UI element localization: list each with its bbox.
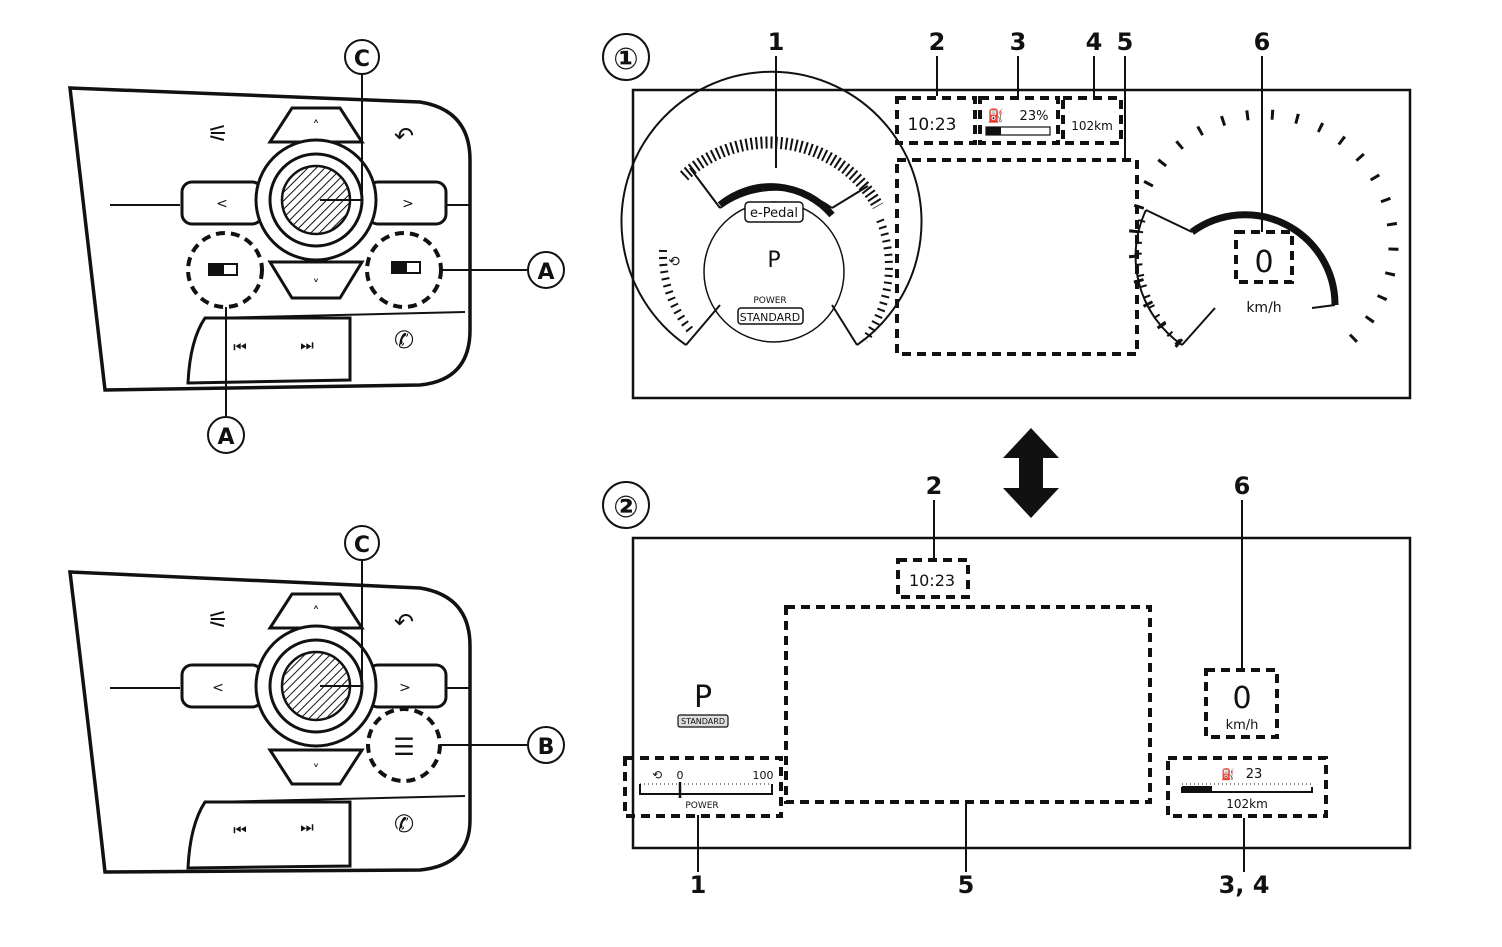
drive-mode: STANDARD — [740, 311, 801, 324]
callout-3: 3 — [1010, 28, 1027, 56]
gear-position: P — [767, 248, 780, 273]
display-mode-1: ① 1 2 3 4 5 6 ⟲ e-Pedal — [602, 28, 1412, 400]
callout-a-right: A — [537, 260, 554, 285]
next-track-icon[interactable]: ⏭ — [300, 818, 314, 836]
info-display-area — [784, 605, 1152, 804]
speedometer: 0 km/h — [1128, 109, 1399, 348]
power-meter: ⟲ e-Pedal P POWER STANDARD — [620, 70, 923, 346]
power-scale-min: 0 — [677, 769, 684, 782]
mode-number-1: ① — [613, 42, 638, 77]
speed: 0 — [1254, 245, 1273, 280]
prev-track-icon[interactable]: ⏮ — [233, 821, 247, 839]
drive-mode: STANDARD — [681, 717, 725, 726]
mode-number-2: ② — [613, 490, 638, 525]
steering-switch-top: ˄ ˅ < > ⚟ ↶ ⏮ ⏭ ✆ C A — [68, 39, 565, 454]
battery-icon: ⛽ — [988, 108, 1004, 124]
clock-box — [896, 558, 970, 599]
svg-text:˅: ˅ — [313, 278, 320, 294]
clock: 10:23 — [909, 571, 955, 590]
speed: 0 — [1232, 681, 1251, 716]
svg-text:>: > — [402, 196, 414, 212]
callout-4: 4 — [1086, 28, 1103, 56]
power-label: POWER — [685, 801, 718, 811]
callout-1: 1 — [690, 871, 707, 899]
voice-recognition-icon[interactable]: ⚟ — [207, 120, 229, 148]
menu-list-icon[interactable]: ☰ — [393, 733, 415, 761]
power-meter-box — [623, 756, 783, 818]
epedal-indicator: e-Pedal — [750, 206, 798, 221]
svg-text:˄: ˄ — [313, 119, 320, 135]
display-mode-2: ② 2 6 1 5 3, 4 10:23 P STANDARD ⟲ 0 100 … — [602, 472, 1412, 899]
callout-6: 6 — [1234, 472, 1251, 500]
battery-icon: ⛽ — [1221, 768, 1235, 781]
gear-position: P — [694, 680, 712, 715]
speed-box — [1204, 668, 1279, 739]
clock: 10:23 — [908, 115, 957, 135]
speed-unit: km/h — [1246, 300, 1281, 316]
callout-5: 5 — [1117, 28, 1134, 56]
power-label: POWER — [753, 296, 786, 306]
range: 102km — [1071, 119, 1113, 133]
svg-text:˄: ˄ — [313, 605, 320, 621]
callout-5: 5 — [958, 871, 975, 899]
battery-percent: 23% — [1020, 109, 1049, 124]
callout-1: 1 — [768, 28, 785, 56]
battery-level-bar — [1182, 786, 1212, 792]
down-button[interactable] — [267, 260, 365, 300]
battery-box — [978, 96, 1060, 145]
battery-range-box — [1166, 756, 1328, 818]
back-icon[interactable]: ↶ — [394, 122, 414, 150]
power-scale-max: 100 — [753, 769, 774, 782]
battery-percent: 23 — [1246, 767, 1263, 782]
toggle-arrow — [1003, 428, 1059, 518]
phone-icon[interactable]: ✆ — [394, 810, 414, 838]
speed-unit: km/h — [1226, 718, 1259, 733]
regen-icon: ⟲ — [668, 254, 680, 270]
clock-box — [895, 96, 977, 145]
callout-a-bottom: A — [217, 425, 234, 450]
range: 102km — [1226, 797, 1268, 811]
svg-text:<: < — [216, 196, 228, 212]
svg-text:>: > — [399, 680, 411, 696]
phone-icon[interactable]: ✆ — [394, 326, 414, 354]
callout-c-top: C — [354, 47, 370, 72]
callout-b: B — [538, 735, 555, 760]
meter-frame-1 — [631, 88, 1412, 400]
callout-2: 2 — [926, 472, 943, 500]
switch-a-left[interactable] — [186, 231, 264, 309]
callout-3-4: 3, 4 — [1219, 871, 1270, 899]
callout-6: 6 — [1254, 28, 1271, 56]
svg-text:<: < — [212, 680, 224, 696]
voice-recognition-icon[interactable]: ⚟ — [207, 606, 229, 634]
range-box — [1061, 96, 1123, 145]
callout-c-bottom: C — [354, 533, 370, 558]
svg-text:˅: ˅ — [313, 763, 320, 779]
steering-switch-bottom: ˄ ˅ < > ⚟ ↶ ☰ ⏮ ⏭ ✆ C B — [68, 525, 565, 874]
regen-icon: ⟲ — [652, 768, 662, 782]
next-track-icon[interactable]: ⏭ — [300, 336, 314, 354]
callout-2: 2 — [929, 28, 946, 56]
prev-track-icon[interactable]: ⏮ — [233, 338, 247, 356]
meter-frame-2 — [631, 536, 1412, 850]
battery-level-bar — [986, 127, 1001, 135]
back-icon[interactable]: ↶ — [394, 608, 414, 636]
speed-box — [1234, 230, 1294, 284]
down-button[interactable] — [267, 748, 365, 786]
